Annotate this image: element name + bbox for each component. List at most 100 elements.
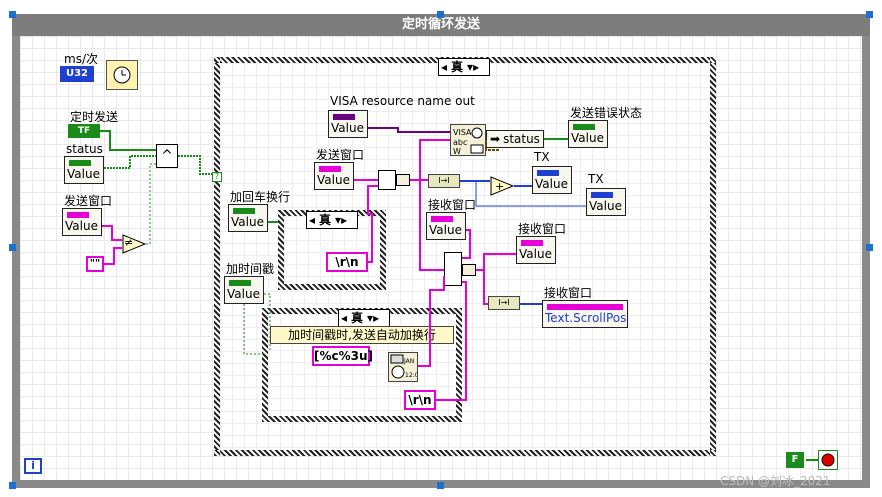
add-node[interactable]: +: [490, 176, 515, 196]
concatenate-strings-node-2[interactable]: [444, 252, 462, 286]
string-length-node[interactable]: [396, 174, 410, 186]
main-case-selector-label: 真: [451, 60, 464, 74]
timestamp-value: Value: [227, 287, 260, 301]
string-length-output-node[interactable]: I→I: [428, 174, 460, 188]
selector-left-arrow-icon[interactable]: ◂: [441, 60, 448, 74]
resize-handle-ml[interactable]: [9, 244, 16, 251]
recv2-bar: [521, 240, 543, 246]
timestamp-control[interactable]: Value: [224, 276, 264, 304]
resize-handle-mr[interactable]: [866, 244, 873, 251]
send-window-control[interactable]: Value: [62, 208, 102, 236]
main-case-selector-terminal[interactable]: ?: [212, 172, 222, 182]
recv3-label: 接收窗口: [544, 286, 593, 300]
crlf-selector-dropdown-icon[interactable]: ▾▸: [335, 213, 348, 227]
recv-value: Value: [429, 223, 462, 237]
unbundle-status-label: status: [503, 132, 540, 146]
crlf-control[interactable]: Value: [228, 204, 268, 232]
tx2-value: Value: [589, 199, 622, 213]
unbundle-status-node[interactable]: ➡ status: [486, 130, 544, 148]
format-string-constant[interactable]: [%c%3u]: [312, 346, 373, 366]
status-value: Value: [67, 167, 100, 181]
tx-value: Value: [535, 177, 568, 191]
and-node[interactable]: ^: [156, 144, 178, 168]
recv2-label: 接收窗口: [518, 222, 567, 236]
scrollpos-property-node[interactable]: Text.ScrollPos: [542, 300, 628, 328]
resize-handle-tc[interactable]: [437, 11, 444, 18]
tx-label: TX: [534, 150, 550, 164]
wait-timer-icon[interactable]: [106, 60, 138, 90]
resize-handle-bl[interactable]: [9, 482, 16, 489]
resize-handle-tl[interactable]: [9, 11, 16, 18]
empty-string-constant[interactable]: "": [86, 256, 104, 272]
tx2-bar: [591, 192, 613, 198]
visa-resource-control[interactable]: Value: [328, 110, 368, 138]
timestamp-case-selector[interactable]: ◂ 真 ▾▸: [338, 309, 390, 327]
main-case-selector[interactable]: ◂ 真 ▾▸: [438, 58, 490, 76]
crlf-bar: [233, 208, 255, 214]
recv-control[interactable]: Value: [426, 212, 466, 240]
visa-resource-label: VISA resource name out: [330, 94, 475, 108]
recv2-indicator[interactable]: Value: [516, 236, 556, 264]
status-indicator[interactable]: Value: [64, 156, 104, 184]
send-window2-control[interactable]: Value: [314, 162, 354, 190]
status-bar: [69, 160, 91, 166]
send-window2-bar: [319, 166, 341, 172]
crlf-case-selector[interactable]: ◂ 真 ▾▸: [306, 211, 358, 229]
crlf-value: Value: [231, 215, 264, 229]
scrollpos-bar: [547, 304, 623, 310]
stop-false-constant[interactable]: F: [786, 452, 804, 468]
visa-resource-value: Value: [331, 121, 364, 135]
info-icon[interactable]: i: [24, 458, 42, 474]
tx2-indicator[interactable]: Value: [586, 188, 626, 216]
concatenate-output-node[interactable]: [462, 264, 476, 276]
scrollpos-value: Text.ScrollPos: [545, 311, 627, 325]
watermark: CSDN @刘冰_2021: [720, 474, 831, 488]
ts-selector-left-icon[interactable]: ◂: [341, 311, 348, 325]
send-error-indicator[interactable]: Value: [568, 120, 608, 148]
send-window-value: Value: [65, 219, 98, 233]
recv-bar: [431, 216, 453, 222]
send-window2-label: 发送窗口: [316, 148, 365, 162]
send-window-bar: [67, 212, 89, 218]
recv2-value: Value: [519, 247, 552, 261]
ms-u32-control[interactable]: U32: [60, 66, 94, 82]
ts-selector-dropdown-icon[interactable]: ▾▸: [367, 311, 380, 325]
timer-send-bool-control[interactable]: TF: [68, 124, 100, 138]
resize-handle-bc[interactable]: [437, 482, 444, 489]
status-label: status: [66, 142, 103, 156]
stop-condition-icon[interactable]: [818, 450, 838, 470]
send-window2-value: Value: [317, 173, 350, 187]
resize-handle-tr[interactable]: [866, 11, 873, 18]
ms-label: ms/次: [64, 52, 98, 66]
svg-text:VISA: VISA: [453, 128, 472, 137]
selector-dropdown-icon[interactable]: ▾▸: [467, 60, 480, 74]
timed-loop-title: 定时循环发送: [12, 14, 870, 36]
send-error-value: Value: [571, 131, 604, 145]
crlf-string-constant[interactable]: \r\n: [326, 252, 368, 272]
send-window-label: 发送窗口: [64, 194, 113, 208]
svg-text:abc: abc: [453, 138, 467, 147]
string-length-output-node-2[interactable]: I→I: [488, 296, 520, 310]
crlf-case-selector-label: 真: [319, 213, 332, 227]
tx-bar: [537, 170, 559, 176]
concatenate-strings-node-1[interactable]: [378, 170, 396, 190]
not-equal-node[interactable]: [122, 234, 147, 254]
crlf-selector-left-icon[interactable]: ◂: [309, 213, 316, 227]
crlf-label: 加回车换行: [230, 190, 291, 204]
send-error-label: 发送错误状态: [570, 106, 643, 120]
timestamp-crlf-constant[interactable]: \r\n: [404, 390, 436, 410]
recv-label: 接收窗口: [428, 198, 477, 212]
visa-resource-bar: [333, 114, 355, 120]
timestamp-bar: [229, 280, 251, 286]
arrow-right-icon: ➡: [490, 132, 501, 146]
svg-text:12:00: 12:00: [405, 372, 417, 379]
send-error-bar: [573, 124, 595, 130]
timer-send-label: 定时发送: [70, 110, 119, 124]
timestamp-note: 加时间戳时,发送自动加换行: [270, 326, 454, 344]
tx-indicator[interactable]: Value: [532, 166, 572, 194]
svg-text:W: W: [453, 147, 461, 155]
timestamp-case-selector-label: 真: [351, 311, 364, 325]
